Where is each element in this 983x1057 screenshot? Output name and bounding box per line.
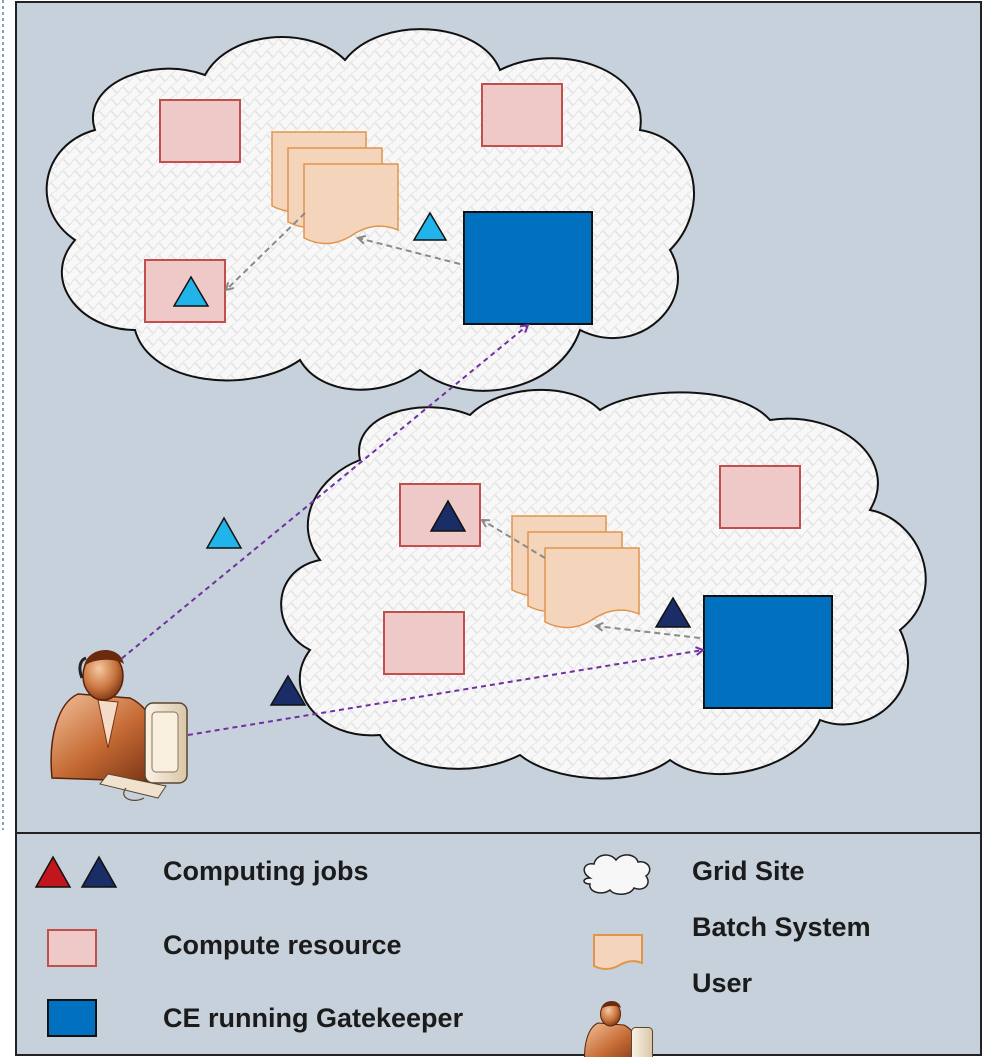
ce-gatekeeper	[703, 595, 833, 709]
legend-compute-resource-icon	[47, 929, 97, 967]
computing-job-icon	[412, 211, 448, 241]
legend-gatekeeper-icon	[47, 999, 97, 1037]
legend-compute-label: Compute resource	[163, 930, 402, 960]
user-at-computer-icon	[50, 649, 188, 801]
legend-user-icon	[584, 1000, 653, 1057]
legend-cloud-icon	[583, 854, 651, 895]
dispatch-arrow	[358, 238, 461, 265]
legend-job-red-icon	[34, 855, 72, 888]
compute-resource	[383, 611, 465, 675]
legend-user-label: User	[692, 968, 753, 998]
legend-panel	[15, 832, 982, 1056]
computing-job-icon	[205, 516, 243, 549]
submission-arrow	[187, 650, 703, 736]
ce-gatekeeper	[463, 211, 593, 325]
compute-resource	[159, 99, 241, 163]
legend-job-dark-icon	[80, 855, 118, 888]
submission-arrow	[114, 325, 528, 665]
batch-system-stack	[271, 131, 399, 245]
computing-job-icon	[654, 596, 692, 628]
dispatch-arrow	[482, 520, 546, 559]
batch-system-stack	[511, 515, 640, 629]
legend-batch-label: Batch System	[692, 912, 871, 942]
computing-job-icon	[172, 275, 210, 307]
legend-ce-label: CE running Gatekeeper	[163, 1003, 464, 1033]
legend-batch-system-icon	[593, 934, 643, 970]
computing-job-icon	[429, 499, 467, 532]
compute-resource	[481, 83, 563, 147]
compute-resource	[719, 465, 801, 529]
legend-grid-label: Grid Site	[692, 856, 805, 886]
legend-jobs-label: Computing jobs	[163, 856, 369, 886]
dispatch-arrow	[226, 212, 306, 290]
computing-job-icon	[269, 674, 307, 706]
dispatch-arrow	[596, 626, 701, 639]
